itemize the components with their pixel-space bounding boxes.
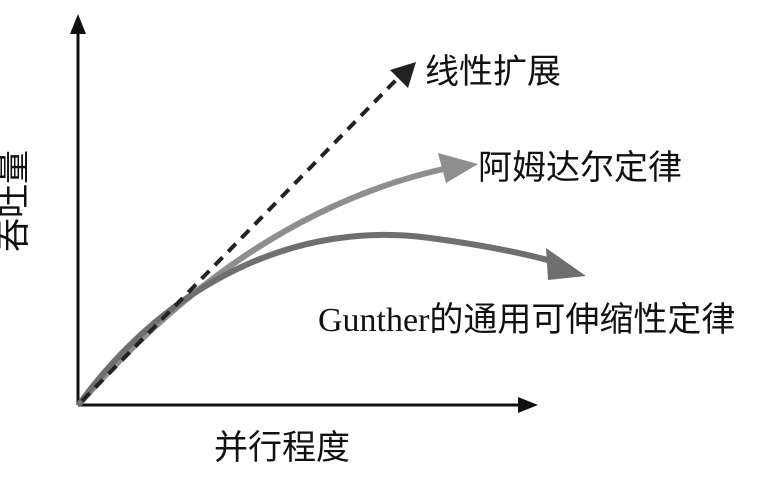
- y-axis-label: 吞吐量: [0, 150, 34, 252]
- linear-scaling-label: 线性扩展: [425, 52, 561, 92]
- usl-label: Gunther的通用可伸缩性定律: [318, 302, 736, 339]
- usl-arrowhead: [546, 248, 586, 280]
- amdahl-law-label: 阿姆达尔定律: [478, 148, 682, 188]
- x-axis-label: 并行程度: [214, 428, 350, 468]
- amdahl-arrowhead: [438, 153, 478, 183]
- usl-curve: [77, 231, 558, 406]
- linear-scaling-arrowhead: [390, 62, 416, 88]
- amdahl-curve: [77, 165, 451, 406]
- linear-scaling-line: [80, 78, 398, 403]
- y-axis-arrowhead: [70, 14, 86, 34]
- x-axis-arrowhead: [518, 397, 538, 413]
